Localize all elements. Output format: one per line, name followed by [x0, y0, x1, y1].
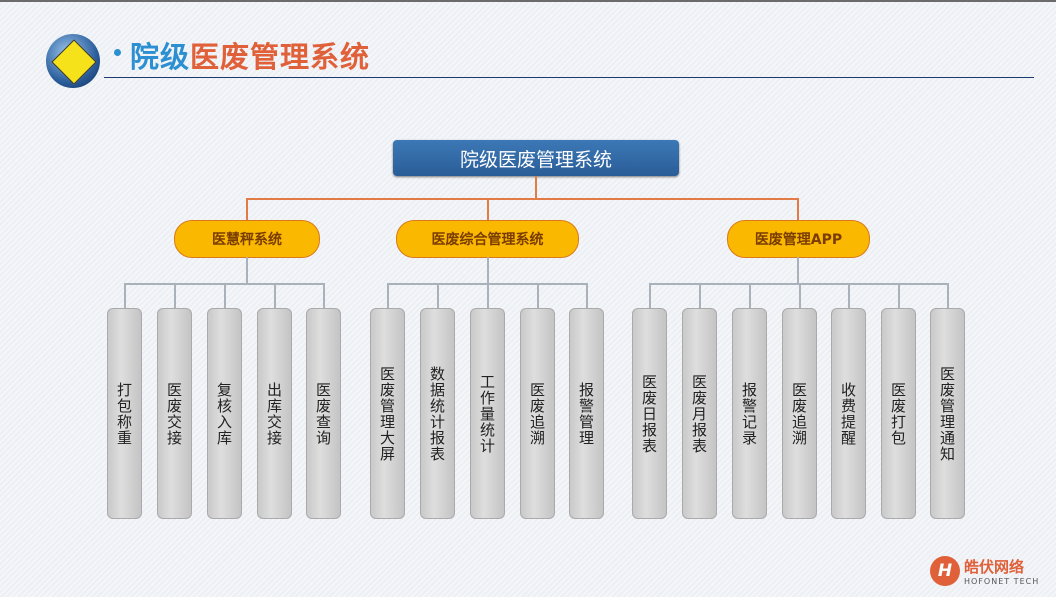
root-node: 院级医废管理系统 — [393, 140, 679, 176]
title-part-2: 医废管理系统 — [190, 40, 371, 74]
leaf-node: 医废追溯 — [520, 308, 555, 519]
group-node-management-system: 医废综合管理系统 — [396, 220, 579, 258]
leaf-node: 数据统计报表 — [420, 308, 455, 519]
connector — [246, 257, 248, 284]
brand-logo: H 皓伏网络 HOFONET TECH — [930, 556, 1039, 586]
leaf-node: 医废打包 — [881, 308, 916, 519]
leaf-node: 医废交接 — [157, 308, 192, 519]
connector — [749, 283, 751, 308]
connector — [649, 283, 651, 308]
connector — [387, 283, 389, 308]
connector — [799, 283, 801, 308]
top-border — [0, 0, 1056, 2]
page-title: 院级医废管理系统 — [130, 34, 370, 76]
title-divider — [104, 77, 1034, 78]
leaf-node: 医废追溯 — [782, 308, 817, 519]
leaf-node: 打包称重 — [107, 308, 142, 519]
group-node-scale-system: 医慧秤系统 — [174, 220, 320, 258]
biohazard-sign-icon — [51, 39, 97, 85]
connector — [246, 198, 798, 200]
leaf-node: 医废查询 — [306, 308, 341, 519]
connector — [487, 198, 489, 220]
brand-name: 皓伏网络 — [964, 558, 1025, 576]
medical-waste-globe-logo — [46, 34, 100, 88]
brand-subtitle: HOFONET TECH — [964, 577, 1040, 586]
connector — [246, 198, 248, 220]
group-node-app: 医废管理APP — [727, 220, 870, 258]
connector — [535, 176, 537, 199]
connector — [947, 283, 949, 308]
connector — [174, 283, 176, 308]
connector — [586, 283, 588, 308]
leaf-node: 收费提醒 — [831, 308, 866, 519]
connector — [797, 198, 799, 220]
leaf-node: 医废管理通知 — [930, 308, 965, 519]
connector — [699, 283, 701, 308]
title-part-1: 院级 — [130, 40, 191, 74]
leaf-node: 出库交接 — [257, 308, 292, 519]
connector — [898, 283, 900, 308]
connector — [274, 283, 276, 308]
connector — [487, 257, 489, 284]
brand-icon: H — [930, 556, 960, 586]
connector — [224, 283, 226, 308]
connector — [323, 283, 325, 308]
leaf-node: 报警记录 — [732, 308, 767, 519]
connector — [124, 283, 126, 308]
connector — [537, 283, 539, 308]
connector — [487, 283, 489, 308]
leaf-node: 医废月报表 — [682, 308, 717, 519]
leaf-node: 工作量统计 — [470, 308, 505, 519]
leaf-node: 报警管理 — [569, 308, 604, 519]
leaf-node: 医废管理大屏 — [370, 308, 405, 519]
connector — [797, 257, 799, 284]
leaf-node: 复核入库 — [207, 308, 242, 519]
leaf-node: 医废日报表 — [632, 308, 667, 519]
connector — [437, 283, 439, 308]
bullet-dot — [114, 49, 121, 56]
connector — [848, 283, 850, 308]
